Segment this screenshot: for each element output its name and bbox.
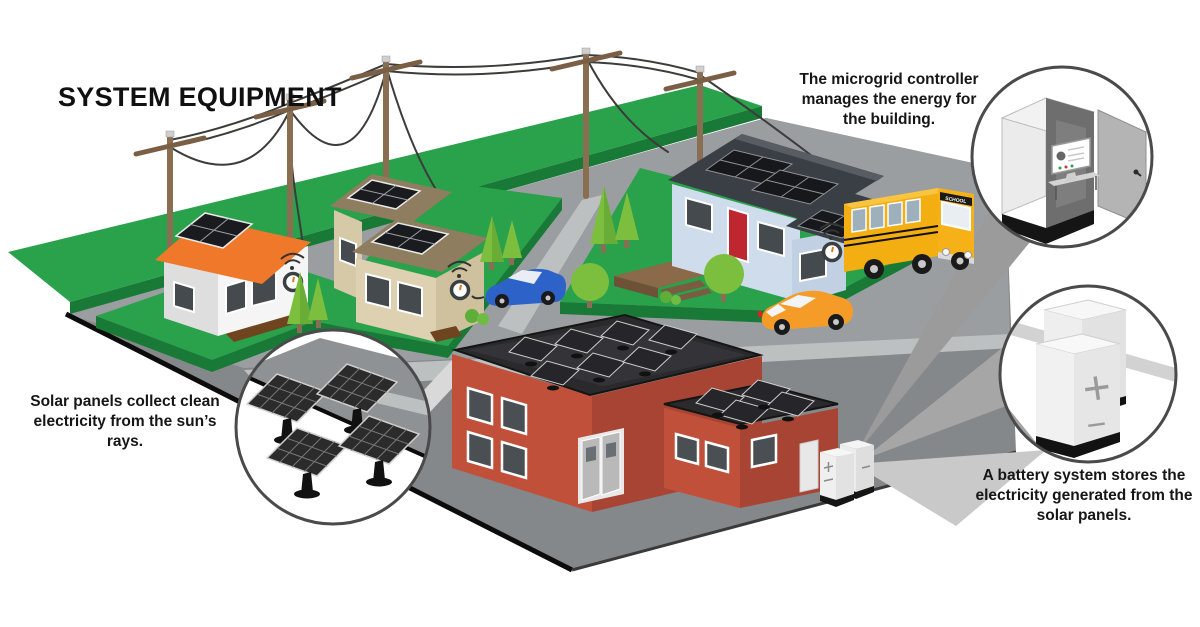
window [757,220,785,258]
lawn-island-3-side [560,302,800,324]
bush [671,295,681,305]
trees [287,186,744,333]
power-line-sag-wire [289,70,387,146]
building-windows [466,386,528,480]
battery-plus-icon [823,462,834,472]
magnifier-beams [424,206,1046,526]
callout-ring [234,328,432,526]
battery-unit [820,448,854,507]
power-lines [133,47,857,305]
wifi-icon [284,259,301,265]
smart-meter-icon [819,222,844,263]
ev-car [471,268,566,308]
window [173,280,195,314]
pine-tree [590,186,618,253]
callout-ring [970,65,1154,249]
house-orange-roof [155,212,314,342]
window [685,196,713,234]
rooftop-solar-panel [370,222,450,255]
bus-sign-text: SCHOOL [945,196,967,205]
callout-text-battery: A battery system stores the electricity … [975,467,1193,524]
pine-tree [308,278,328,328]
headlight [964,251,972,259]
bush [477,313,489,325]
callout-circle-solar [234,328,432,526]
utility-pole [663,65,737,175]
beam-wide-light [854,450,1046,526]
headlight [942,248,950,256]
red-door [727,206,749,264]
smart-meter-icon [447,260,472,301]
battery-minus-icon [823,478,834,482]
bus-roof [844,188,946,208]
bus-sign-band [940,192,972,206]
bush [660,291,672,303]
ev-windshield [508,270,542,284]
crate [430,326,462,342]
rooftop-solar-panel [174,212,254,249]
orange-car [757,290,854,335]
pine-tree [480,216,504,270]
pine-tree [615,192,639,248]
ground [8,85,1017,573]
pine-tree [502,220,522,265]
beam-to-battery-circle [862,348,1006,460]
rooftop-solar-panel [346,179,422,210]
annex-door [799,439,819,493]
power-line-sag-wire [169,109,291,166]
window [397,280,423,318]
roof-ridge [735,134,884,181]
power-line-wire [169,60,701,148]
charging-cable [471,295,485,300]
annex-left-wall [664,408,740,508]
bus-windshield [941,200,971,232]
service-drop-wire-house2 [385,65,441,197]
wifi-icon [823,229,840,235]
car-windshield [780,295,816,308]
double-door [578,428,624,504]
bus-stripes [843,225,939,247]
controller-monitor-icon [1048,137,1100,200]
solar-panel-array-icon [245,363,421,499]
callout-text-solar: Solar panels collect clean electricity f… [30,393,220,450]
page-title: SYSTEM EQUIPMENT [58,82,342,112]
utility-pole [549,47,623,199]
callout-text-controller: The microgrid controller manages the ene… [799,71,979,128]
school-bus: SCHOOL [843,188,974,279]
round-tree [571,263,609,308]
callout-ring [998,284,1178,464]
window [799,247,827,283]
utility-pole [253,93,327,261]
callout-circle-battery: + − [998,284,1178,464]
battery-minus-icon [861,465,871,469]
car-rear-window [766,304,786,317]
beam-to-controller-circle [856,206,1030,454]
commercial-building [451,313,839,512]
lawn-island-1-side [96,316,212,372]
battery-system-icon: + − [1035,299,1127,458]
window [225,278,247,316]
cabinet-base [1002,210,1094,244]
rooftop-solar-array [508,320,815,430]
taillight [757,310,763,318]
battery-units [820,440,874,507]
bush [465,309,479,323]
annex-windows [674,432,778,474]
callout-circle-controller [970,65,1154,249]
service-drop-wire-house3 [585,56,669,153]
wifi-icon [451,267,468,273]
beam-to-solar-circle [424,360,458,412]
pine-tree [287,272,313,333]
window [365,272,391,310]
bus-windows [851,198,921,233]
microgrid-controller-cabinet-icon [1000,97,1147,244]
porch-step [660,280,706,296]
round-tree [704,254,744,302]
porch-side [614,276,658,298]
